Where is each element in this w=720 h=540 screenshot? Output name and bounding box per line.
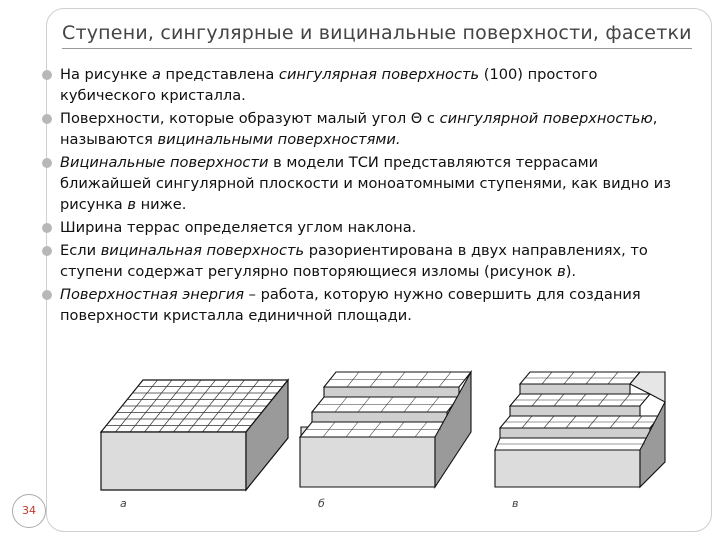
figure-a-singular-surface: а: [99, 378, 290, 510]
bullet-text: в модели ТСИ представляются террасами бл…: [60, 154, 671, 213]
bullet-text: , называются: [60, 110, 658, 148]
bullet-text: Вицинальные поверхности: [60, 154, 269, 171]
bullet-text: а: [151, 66, 161, 83]
bullet-text: (100) простого кубического кристалла.: [60, 66, 598, 104]
figure-c-kinked-steps: в: [494, 371, 666, 510]
bullet-text: представлена: [160, 66, 279, 83]
bullet-item: Вицинальные поверхности в модели ТСИ пре…: [40, 152, 690, 215]
bullet-text: Если: [60, 242, 101, 259]
bullet-item: Ширина террас определяется углом наклона…: [40, 217, 690, 238]
figures-row: а б: [60, 362, 700, 512]
bullet-item: Если вицинальная поверхность разориентир…: [40, 240, 690, 282]
bullet-list: На рисунке а представлена сингулярная по…: [40, 64, 690, 328]
bullet-text: сингулярная поверхность: [278, 66, 480, 83]
bullet-item: На рисунке а представлена сингулярная по…: [40, 64, 690, 106]
bullet-item: Поверхностная энергия – работа, которую …: [40, 284, 690, 326]
slide-title: Ступени, сингулярные и вицинальные повер…: [62, 22, 692, 44]
slide-frame: [46, 8, 712, 532]
bullet-text: Поверхности, которые образуют малый угол…: [60, 110, 440, 127]
bullet-text: Поверхностная энергия: [60, 286, 245, 303]
bullet-text: в: [557, 263, 566, 280]
figure-c-label: в: [512, 497, 518, 510]
figure-a-label: а: [120, 497, 127, 510]
bullet-text: вицинальными поверхностями.: [157, 131, 401, 148]
title-underline: [62, 48, 692, 49]
bullet-text: – работа, которую нужно совершить для со…: [60, 286, 641, 324]
bullet-text: сингулярной поверхностью: [439, 110, 653, 127]
figure-b-vicinal-steps: б: [298, 369, 473, 510]
bullet-text: вицинальная поверхность: [100, 242, 305, 259]
bullet-text: Ширина террас определяется углом наклона…: [60, 219, 417, 236]
figure-b-label: б: [318, 497, 325, 510]
page-number: 34: [12, 494, 46, 528]
bullet-text: разориентирована в двух направлениях, то…: [60, 242, 648, 280]
bullet-text: в: [127, 196, 136, 213]
bullet-text: ниже.: [135, 196, 187, 213]
bullet-text: ).: [565, 263, 577, 280]
bullet-item: Поверхности, которые образуют малый угол…: [40, 108, 690, 150]
bullet-text: На рисунке: [60, 66, 152, 83]
